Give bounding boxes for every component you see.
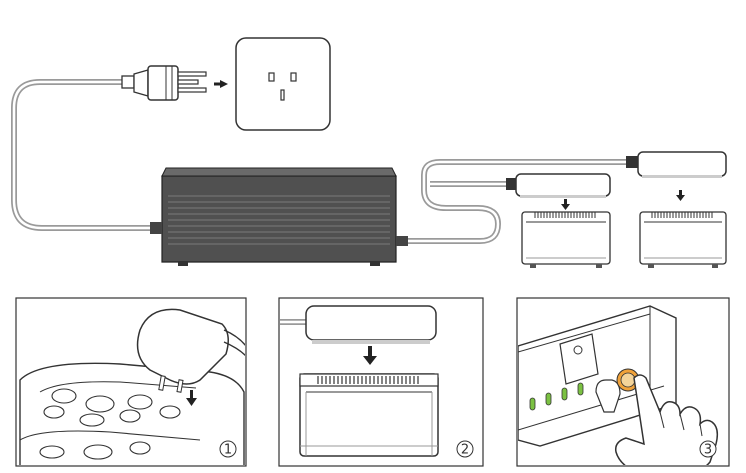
arrow-down-icon (186, 390, 197, 406)
power-adapter-icon (150, 167, 408, 266)
power-button (616, 368, 640, 392)
battery-icon (639, 211, 727, 268)
battery-icon (521, 211, 611, 268)
step-1-panel: 1 (15, 297, 247, 467)
ac-cable (11, 79, 153, 231)
indicator-led (529, 382, 584, 411)
arrow-down-icon (363, 346, 377, 365)
charger-plate-icon (305, 305, 437, 344)
wall-socket-icon (235, 37, 331, 131)
battery-icon (299, 373, 439, 457)
power-plug-icon (121, 65, 207, 101)
step-number: 3 (704, 443, 712, 458)
step-number: 2 (461, 443, 469, 458)
hand-icon (614, 374, 719, 465)
arrow-right-icon (220, 80, 228, 88)
arrow-down-icon (676, 190, 685, 201)
charger-plate-icon (506, 173, 611, 198)
step-3-panel: 3 (516, 297, 730, 467)
step-2-panel: 2 (278, 297, 484, 467)
charger-plate-icon (626, 151, 727, 178)
arrow-down-icon (561, 199, 570, 210)
step-number: 1 (224, 443, 232, 458)
